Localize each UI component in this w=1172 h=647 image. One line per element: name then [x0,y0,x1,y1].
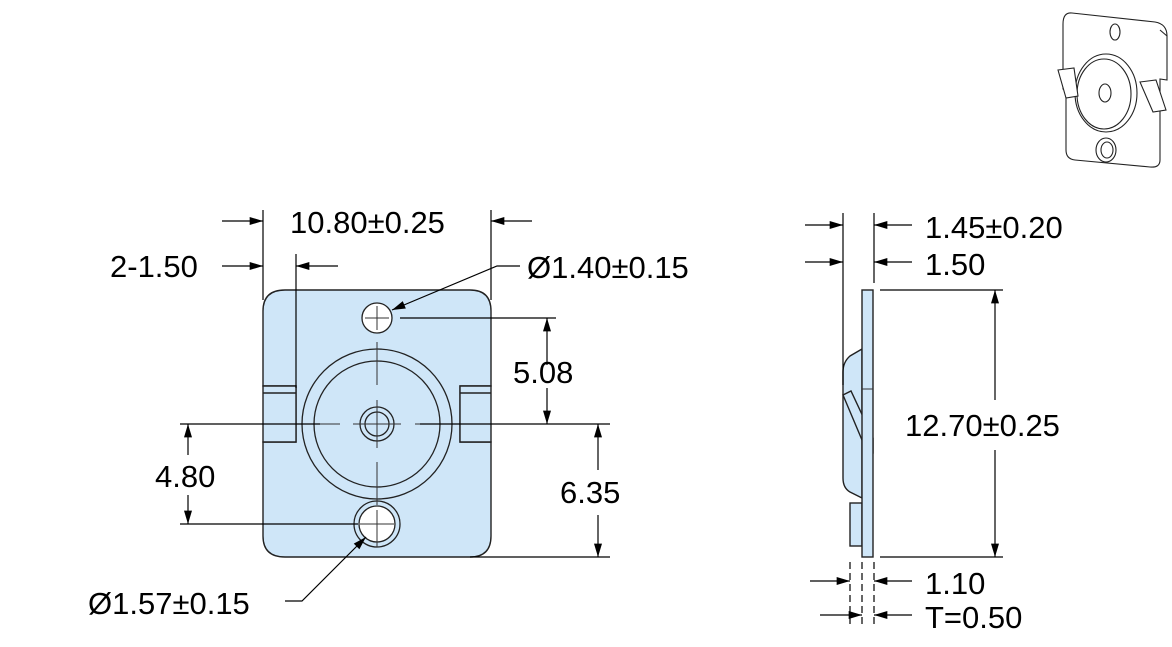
iso-left-tab [1057,67,1079,99]
foot-dimension: 1.10 [925,566,985,601]
isometric-view [1057,12,1168,168]
bottom-hole-dimension: Ø1.57±0.15 [88,586,250,621]
bottom-offset-dimension: 6.35 [560,475,620,510]
side-bump [842,347,863,500]
side-dimensions: 1.45±0.20 1.50 12.70±0.25 1.10 T=0.50 [805,210,1063,635]
thickness-dimension: T=0.50 [925,600,1022,635]
height-dimension: 12.70±0.25 [905,408,1060,443]
width-dimension: 10.80±0.25 [290,205,445,240]
lower-hole-offset-dimension: 4.80 [155,459,215,494]
tab-depth-dimension: 1.50 [925,247,985,282]
iso-bottom-hole-inner [1100,141,1114,159]
top-hole-dimension: Ø1.40±0.15 [527,250,689,285]
side-foot [849,502,863,547]
side-plate [861,289,874,558]
side-view [842,289,874,558]
front-dimensions: 10.80±0.25 2-1.50 Ø1.40±0.15 5.08 6.35 4… [88,205,689,621]
iso-center-hole [1098,83,1112,103]
centerlines [295,306,460,547]
left-tab [262,385,297,443]
iso-top-hole [1109,23,1121,41]
tab-dimension: 2-1.50 [110,249,198,284]
hole-spacing-dimension: 5.08 [513,355,573,390]
iso-right-tab [1139,79,1167,113]
right-tab [459,385,492,443]
depth-dimension: 1.45±0.20 [925,210,1063,245]
